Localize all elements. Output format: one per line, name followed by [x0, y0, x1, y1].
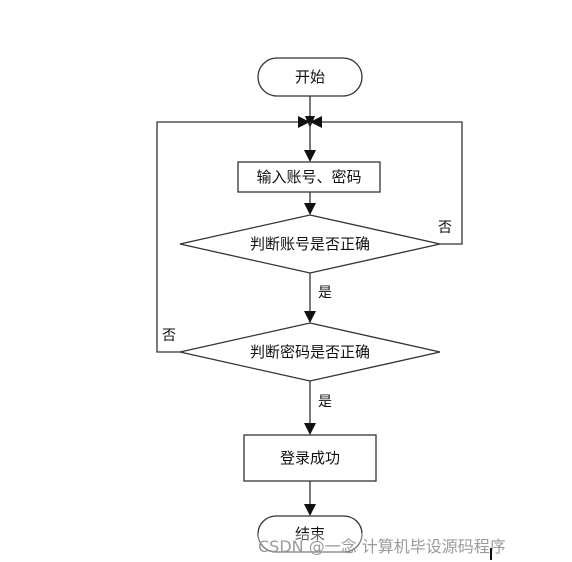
- success-label: 登录成功: [280, 449, 340, 467]
- check-password-decision: 判断密码是否正确: [179, 322, 441, 382]
- password-yes-label: 是: [318, 394, 332, 410]
- password-no-loop: [156, 121, 298, 353]
- watermark: CSDN @一念 计算机毕设源码程序: [258, 533, 506, 557]
- check-account-label: 判断账号是否正确: [250, 235, 370, 253]
- merge-arrow-left: [298, 116, 310, 128]
- end-label: 结束: [295, 525, 325, 543]
- account-yes-label: 是: [318, 285, 332, 301]
- input-node: 输入账号、密码: [237, 161, 381, 193]
- check-account-decision: 判断账号是否正确: [179, 214, 441, 274]
- start-label: 开始: [295, 68, 325, 86]
- merge-arrow-right: [310, 116, 322, 128]
- password-no-label: 否: [162, 328, 176, 344]
- account-no-label: 否: [438, 220, 452, 236]
- end-node: 结束: [257, 515, 363, 553]
- check-password-label: 判断密码是否正确: [250, 343, 370, 361]
- account-no-loop: [322, 121, 463, 245]
- start-node: 开始: [257, 57, 363, 97]
- input-label: 输入账号、密码: [256, 168, 361, 186]
- cursor-mark: [490, 548, 492, 560]
- success-node: 登录成功: [243, 434, 377, 482]
